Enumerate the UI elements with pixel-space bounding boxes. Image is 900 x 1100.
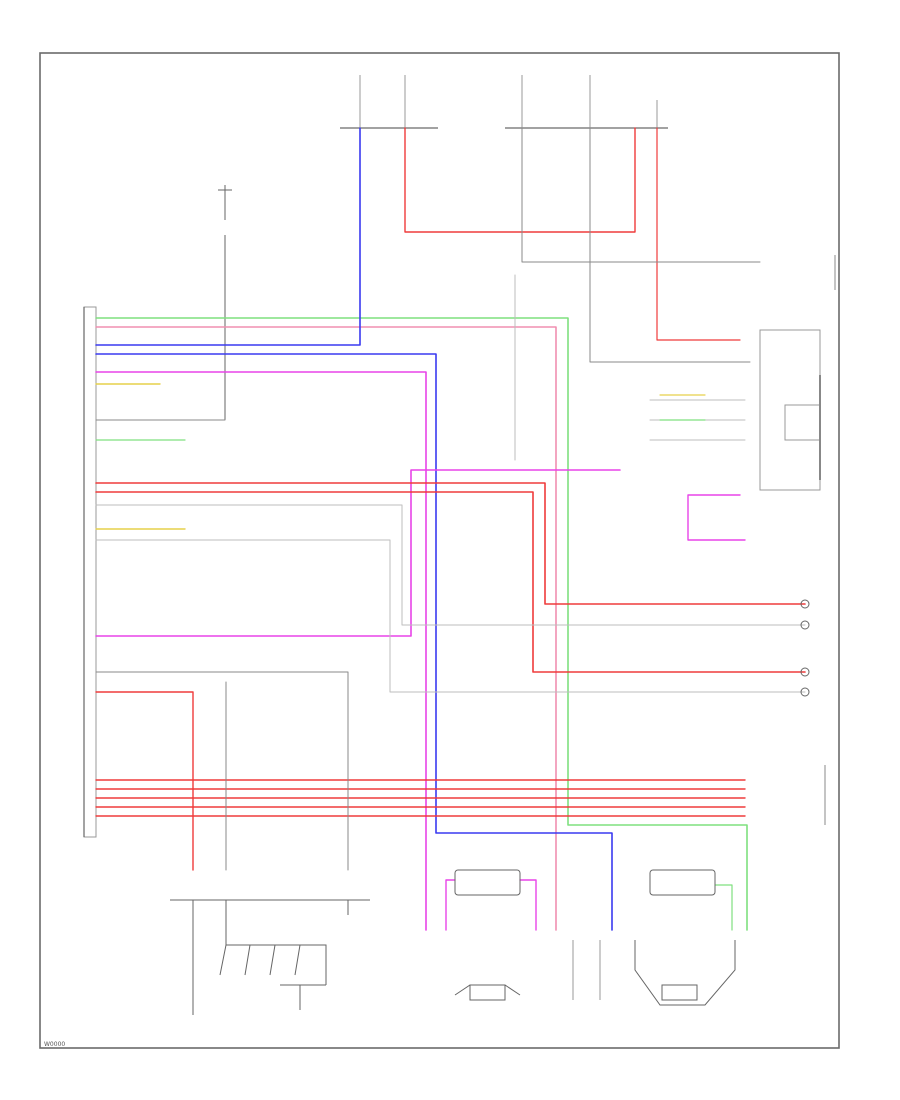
audio-unit-connector [83,306,97,838]
wire-blue-1 [95,127,361,346]
wire-magenta-spk [445,879,537,931]
relay-box [759,329,821,491]
wire-green-spk [714,884,733,931]
wire-gray-3 [95,671,349,871]
wire-magenta-3 [687,494,746,541]
wire-gray-2 [589,127,751,363]
wire-green-top [95,317,748,931]
door-lock-switch [784,404,821,441]
wire-lightgray-1 [95,539,806,693]
wire-red-1 [95,482,806,605]
wire-magenta-1 [95,371,427,931]
wire-red-top [404,127,636,233]
wires [95,127,806,931]
wire-red-3 [95,691,194,871]
fuse-block-right [505,75,668,129]
steering-switch-assembly [170,899,370,1015]
wire-pink [95,326,557,931]
wire-red-2 [95,491,806,673]
wire-blue-2 [95,353,613,931]
wire-lightgray-2 [95,504,806,626]
antenna-icon [218,185,232,420]
right-front-tweeter [634,869,736,1006]
wire-magenta-2 [95,469,621,637]
left-front-tweeter [454,869,521,1001]
tweeter-feet [572,940,601,1000]
fuse-block-left [340,75,438,129]
right-components [759,255,836,825]
footer-code: W0000 [44,1041,65,1048]
wire-red-acc [656,127,741,341]
diagram-frame [39,52,840,1049]
wire-gray-1 [521,127,761,263]
